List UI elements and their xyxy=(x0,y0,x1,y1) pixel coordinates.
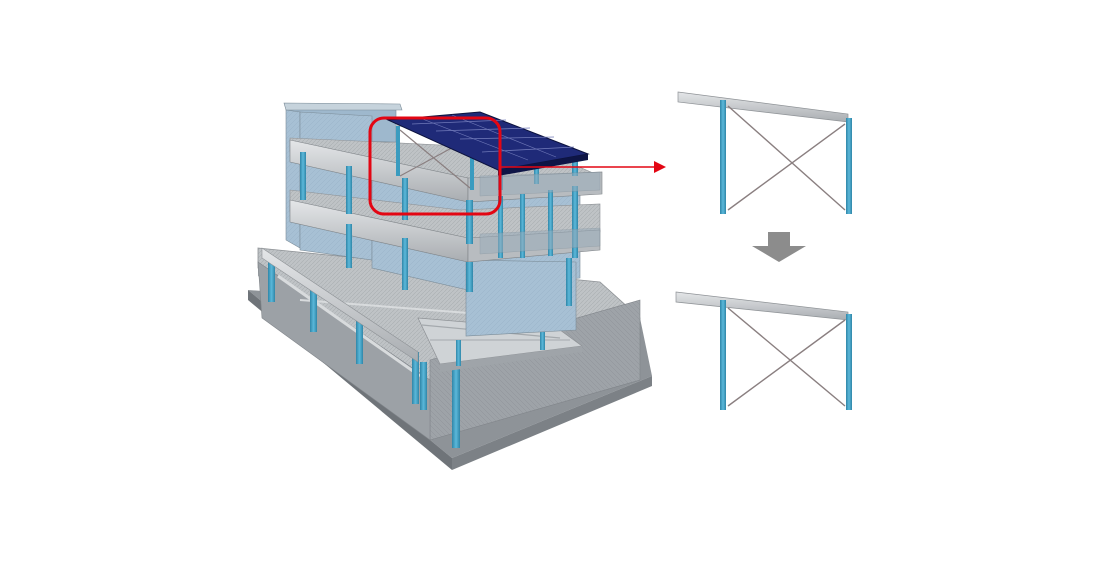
frame-detail-before xyxy=(677,91,852,214)
highlight-frame xyxy=(368,116,502,216)
red-arrow-icon xyxy=(500,161,666,173)
solar-roof xyxy=(386,111,590,176)
balcony-railings xyxy=(479,171,601,255)
down-arrow-icon xyxy=(752,232,806,262)
building-model xyxy=(248,102,652,470)
frame-detail-after xyxy=(675,291,852,410)
ground-columns xyxy=(268,262,460,448)
ground-beam xyxy=(261,247,419,363)
